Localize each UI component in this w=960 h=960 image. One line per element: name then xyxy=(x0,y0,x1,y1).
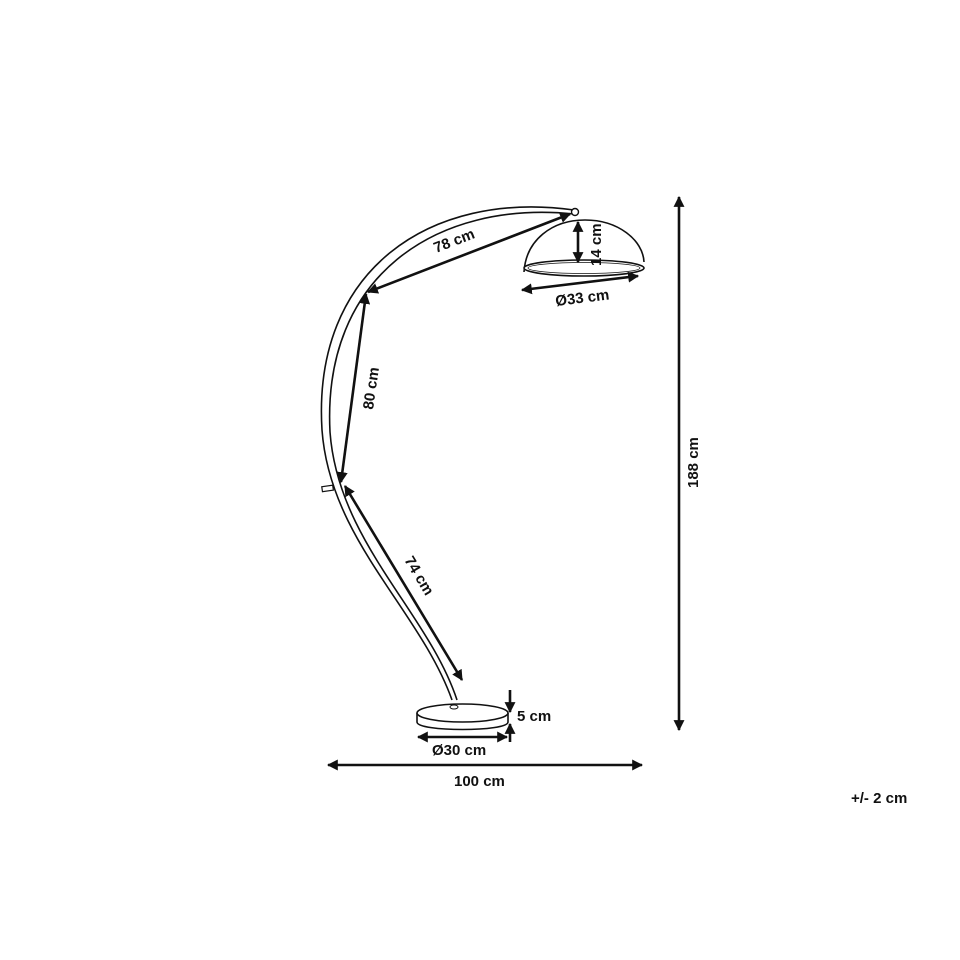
label-tolerance: +/- 2 cm xyxy=(851,790,907,807)
label-base-height: 5 cm xyxy=(517,708,551,725)
label-arm-lower: 74 cm xyxy=(401,553,437,598)
dim-arrow-33 xyxy=(520,271,640,295)
label-shade-height: 14 cm xyxy=(588,223,605,266)
lamp-outline xyxy=(320,206,645,731)
label-total-height: 188 cm xyxy=(685,437,702,488)
shade-connector xyxy=(570,207,580,217)
dim-arrow-74 xyxy=(343,485,464,681)
arc-joint xyxy=(321,484,335,493)
lamp-arc-outer xyxy=(320,206,575,701)
label-total-width: 100 cm xyxy=(454,773,505,790)
dim-arrow-78 xyxy=(366,212,572,294)
lamp-base xyxy=(416,703,509,731)
dim-arrow-80 xyxy=(336,292,371,484)
label-base-diameter: Ø30 cm xyxy=(432,742,486,759)
lamp-arc-inner xyxy=(328,211,575,701)
label-arm-middle: 80 cm xyxy=(360,366,383,410)
label-shade-diameter: Ø33 cm xyxy=(554,286,610,309)
dimension-arrows xyxy=(326,195,685,771)
